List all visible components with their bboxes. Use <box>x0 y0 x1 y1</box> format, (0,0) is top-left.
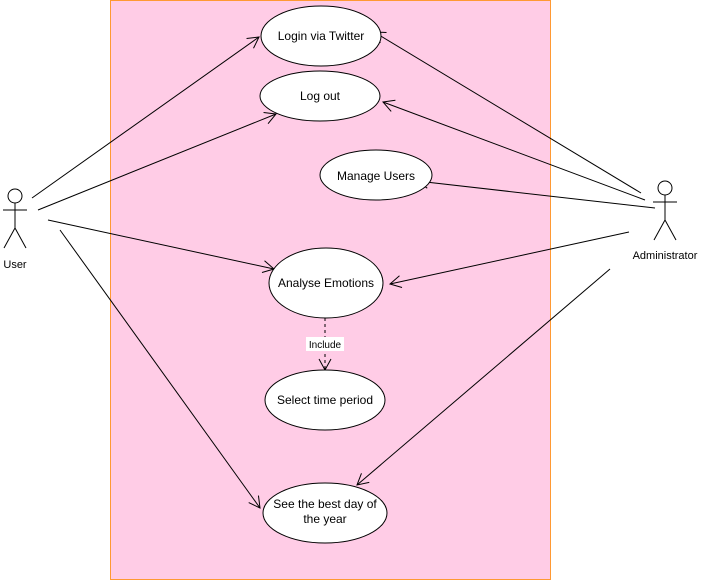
usecase-label: Login via Twitter <box>278 29 365 43</box>
assoc-user-logout <box>37 112 277 211</box>
usecase-login-via-twitter[interactable]: Login via Twitter <box>260 5 382 67</box>
usecase-analyse-emotions[interactable]: Analyse Emotions <box>268 247 384 319</box>
assoc-admin-login <box>373 31 642 194</box>
usecase-label: Analyse Emotions <box>278 276 374 290</box>
assoc-admin-best-day <box>356 268 611 486</box>
stick-figure-icon <box>653 180 677 241</box>
assoc-user-analyse <box>47 219 276 274</box>
usecase-select-time-period[interactable]: Select time period <box>264 369 386 431</box>
actor-user[interactable]: User <box>3 188 27 271</box>
include-label: Include <box>309 340 342 351</box>
usecase-manage-users[interactable]: Manage Users <box>319 149 433 201</box>
usecase-label-line2: the year <box>303 512 346 526</box>
usecase-label: Log out <box>300 89 341 103</box>
assoc-user-login <box>31 36 260 199</box>
usecase-see-best-day[interactable]: See the best day of the year <box>262 482 388 544</box>
assoc-admin-logout <box>382 99 646 201</box>
include-label-bg <box>306 337 344 351</box>
assoc-admin-analyse <box>388 231 630 289</box>
actor-label: User <box>3 259 27 271</box>
assoc-admin-manage <box>415 175 656 209</box>
assoc-user-best-day <box>59 229 261 509</box>
actor-administrator[interactable]: Administrator <box>633 180 698 262</box>
usecase-label: Select time period <box>277 393 373 407</box>
usecase-label: Manage Users <box>337 169 415 183</box>
usecase-label-line1: See the best day of <box>273 497 377 511</box>
stick-figure-icon <box>3 188 27 249</box>
actor-label: Administrator <box>633 250 698 262</box>
usecase-log-out[interactable]: Log out <box>259 70 381 122</box>
